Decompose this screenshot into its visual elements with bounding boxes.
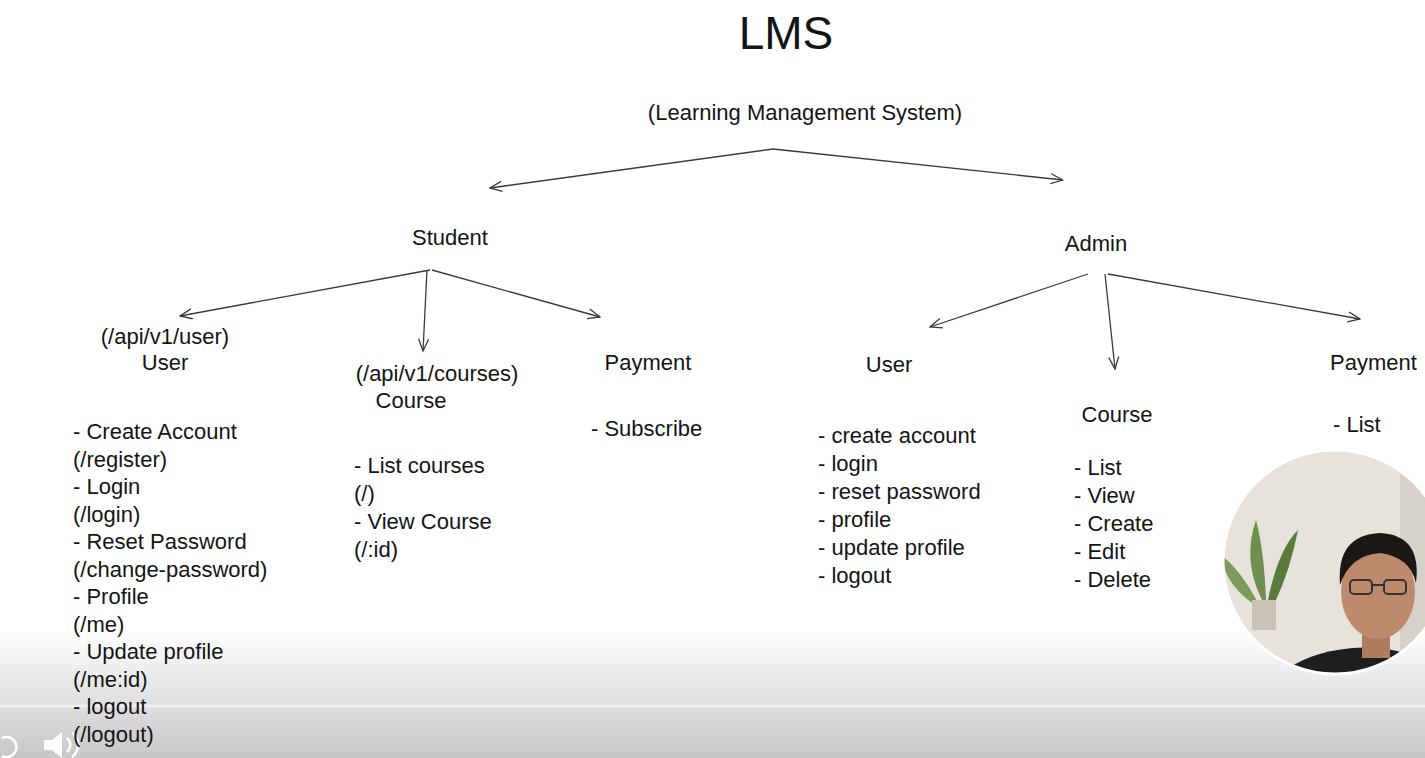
node-line: - login	[818, 450, 878, 478]
node-line: - Login	[73, 473, 140, 501]
node-heading: (/api/v1/courses)	[356, 360, 519, 388]
diagram-title: LMS	[739, 6, 834, 60]
node-line: - List	[1074, 454, 1122, 482]
module-node: Course - List- View- Create- Edit- Delete	[1072, 399, 1155, 596]
hierarchy-node: Admin	[1063, 228, 1129, 260]
module-node: (/api/v1/courses)Course - List courses(/)…	[352, 358, 520, 566]
node-line: (/register)	[73, 446, 167, 474]
progress-bar	[0, 705, 1425, 708]
node-line: - List	[1333, 411, 1381, 439]
hierarchy-arrow	[1105, 274, 1115, 369]
node-line: - Subscribe	[591, 415, 702, 443]
node-heading: Payment	[1330, 349, 1417, 377]
player-icons	[2, 732, 78, 758]
module-node: Payment - List	[1328, 347, 1419, 441]
node-line: (/me:id)	[73, 666, 148, 694]
node-line: - Delete	[1074, 566, 1151, 594]
node-line: - logout	[73, 693, 146, 721]
node-heading: (/api/v1/user)	[101, 323, 229, 351]
hierarchy-arrow	[1108, 274, 1360, 319]
control-shade	[0, 630, 1425, 758]
webcam-portrait	[1220, 448, 1425, 758]
node-line: (/login)	[73, 501, 140, 529]
node-line: - List courses	[354, 452, 485, 480]
node-line: - Reset Password	[73, 528, 247, 556]
node-line: - logout	[818, 562, 891, 590]
node-line: (/logout)	[73, 721, 154, 749]
node-line: - create account	[818, 422, 976, 450]
node-heading: (Learning Management System)	[648, 99, 962, 127]
node-line: - reset password	[818, 478, 981, 506]
node-line: - profile	[818, 506, 891, 534]
hierarchy-arrow	[490, 149, 773, 188]
webcam-frame	[1223, 450, 1425, 674]
node-line: - View	[1074, 482, 1135, 510]
hierarchy-node: (Learning Management System)	[646, 97, 964, 129]
node-line: (/:id)	[354, 536, 398, 564]
node-line: - Update profile	[73, 638, 223, 666]
node-line: (/me)	[73, 611, 124, 639]
node-heading: User	[866, 351, 912, 379]
node-heading: Admin	[1065, 230, 1127, 258]
node-line: - Create Account	[73, 418, 237, 446]
node-heading: Course	[1082, 401, 1153, 429]
module-node: (/api/v1/user)User - Create Account(/regi…	[71, 321, 269, 751]
node-line: - Edit	[1074, 538, 1125, 566]
hierarchy-node: Student	[410, 222, 490, 254]
node-line: - update profile	[818, 534, 965, 562]
hierarchy-arrow	[773, 149, 1063, 180]
node-line: - Create	[1074, 510, 1153, 538]
node-line: User	[142, 349, 188, 377]
node-line: (/change-password)	[73, 556, 267, 584]
node-line: - Profile	[73, 583, 149, 611]
node-heading: Student	[412, 224, 488, 252]
node-line: Course	[376, 387, 447, 415]
node-heading: Payment	[605, 349, 692, 377]
module-node: User - create account- login- reset passw…	[816, 349, 983, 592]
hierarchy-arrow	[432, 270, 600, 317]
module-node: Payment - Subscribe	[589, 347, 704, 445]
hierarchy-arrow	[930, 274, 1088, 327]
hierarchy-arrow	[180, 270, 430, 316]
node-line: (/)	[354, 480, 375, 508]
node-line: - View Course	[354, 508, 492, 536]
hierarchy-arrow	[423, 270, 427, 351]
